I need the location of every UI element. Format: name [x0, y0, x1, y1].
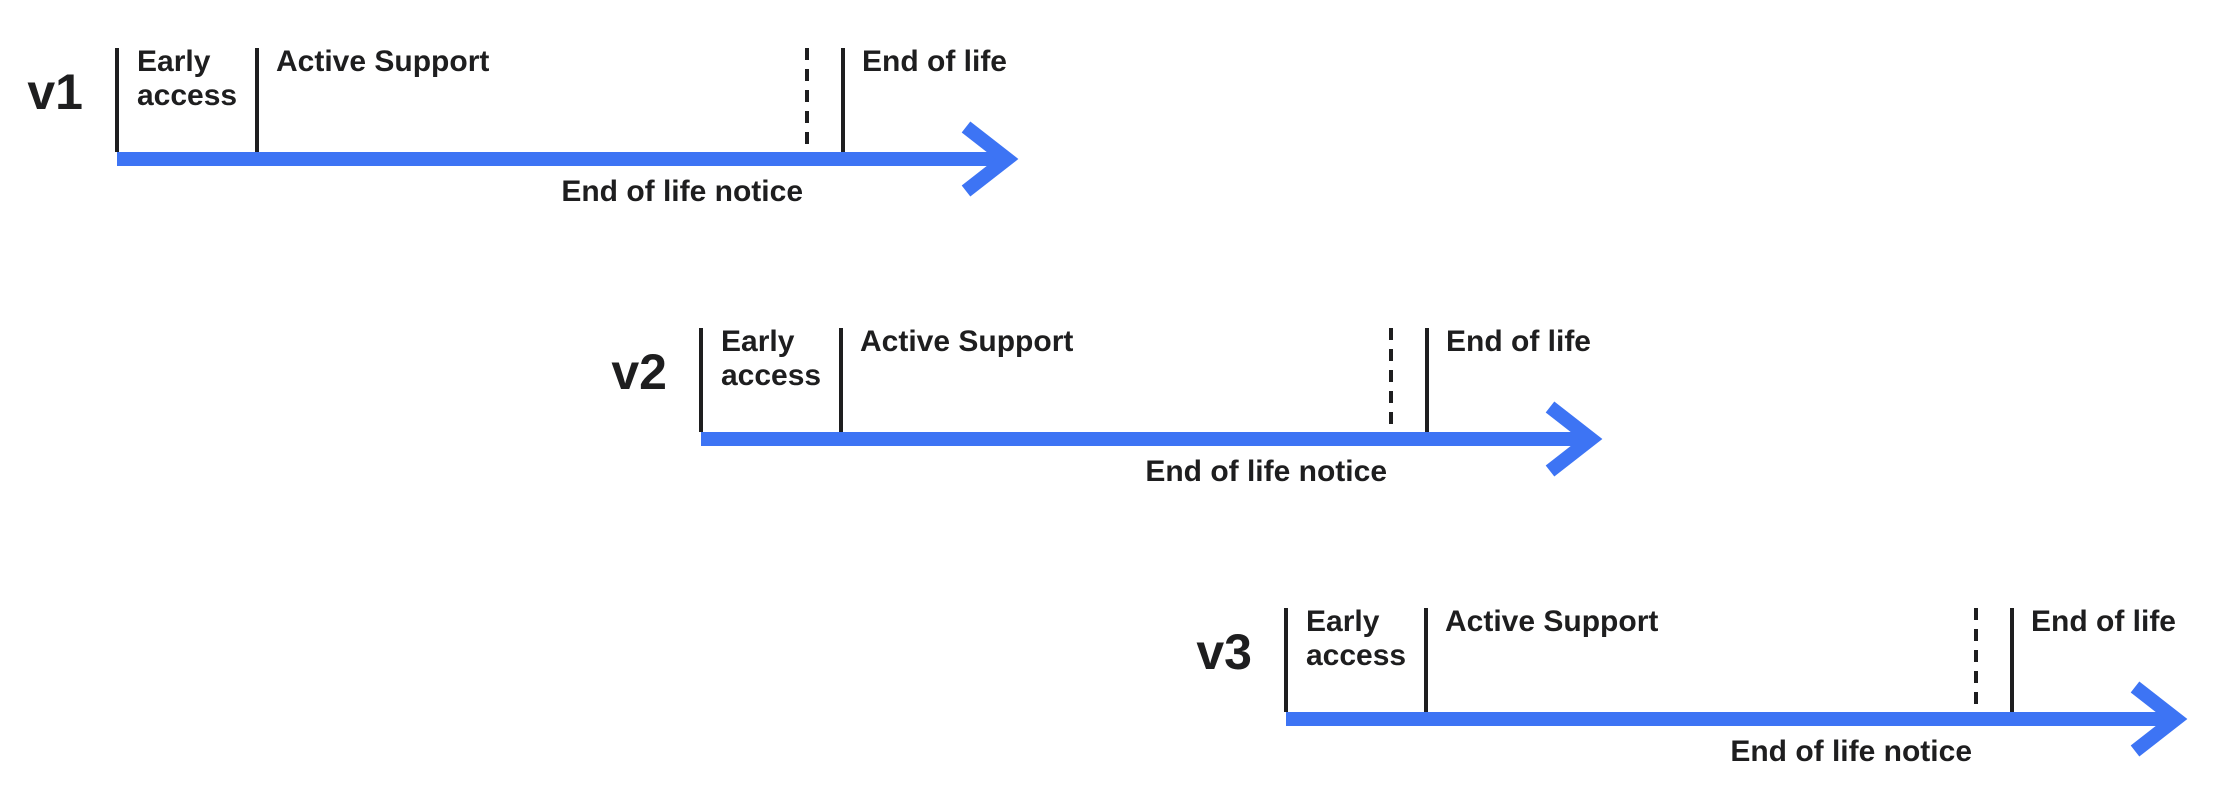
- timeline-row-v3: v3 Early access Active Support End of li…: [1196, 605, 2228, 812]
- arrowhead: [1545, 401, 1603, 477]
- timeline-arrow-graphic: [115, 48, 1019, 197]
- timeline-row-v1: v1 Early access Active Support End of li…: [27, 45, 1077, 258]
- version-label: v3: [1196, 624, 1252, 680]
- timeline-arrow-graphic: [699, 328, 1603, 477]
- arrowhead: [2130, 681, 2188, 757]
- active-support-label: Active Support: [1445, 605, 1659, 638]
- early-access-label: Early access: [721, 325, 822, 392]
- end-of-life-label: End of life: [1446, 325, 1591, 358]
- early-access-label: Early access: [1306, 605, 1407, 672]
- end-of-life-label: End of life: [862, 45, 1007, 78]
- timeline-row-v2: v2 Early access Active Support End of li…: [611, 325, 1661, 538]
- eol-notice-label: End of life notice: [1730, 735, 1972, 768]
- active-support-label: Active Support: [276, 45, 490, 78]
- eol-notice-label: End of life notice: [1145, 455, 1387, 488]
- eol-notice-label: End of life notice: [561, 175, 803, 208]
- timeline-arrow-graphic: [1284, 608, 2188, 757]
- early-access-label: Early access: [137, 45, 238, 112]
- version-label: v2: [611, 344, 667, 400]
- active-support-label: Active Support: [860, 325, 1074, 358]
- arrowhead: [961, 121, 1019, 197]
- end-of-life-label: End of life: [2031, 605, 2176, 638]
- version-label: v1: [27, 64, 83, 120]
